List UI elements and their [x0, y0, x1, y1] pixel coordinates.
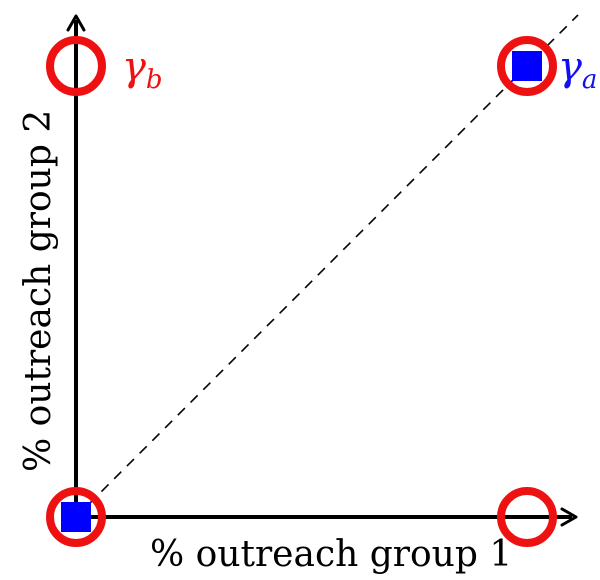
square-marker-both-groups	[512, 51, 542, 81]
ring-marker-both-groups	[497, 36, 557, 96]
x-axis-label: % outreach group 1	[150, 534, 512, 575]
square-markers	[61, 51, 542, 532]
y-axis-label: % outreach group 2	[18, 110, 59, 472]
gamma-a-label: γa	[558, 44, 597, 95]
ring-markers	[46, 36, 557, 547]
ring-marker-group-1-only	[497, 487, 557, 547]
ring-marker-group-2-only	[46, 36, 106, 96]
gamma-b-label: γb	[122, 44, 163, 95]
x-axis-arrow-icon	[560, 507, 578, 527]
y-axis-arrow-icon	[66, 14, 86, 32]
ring-marker-origin	[46, 487, 106, 547]
square-marker-origin	[61, 502, 91, 532]
